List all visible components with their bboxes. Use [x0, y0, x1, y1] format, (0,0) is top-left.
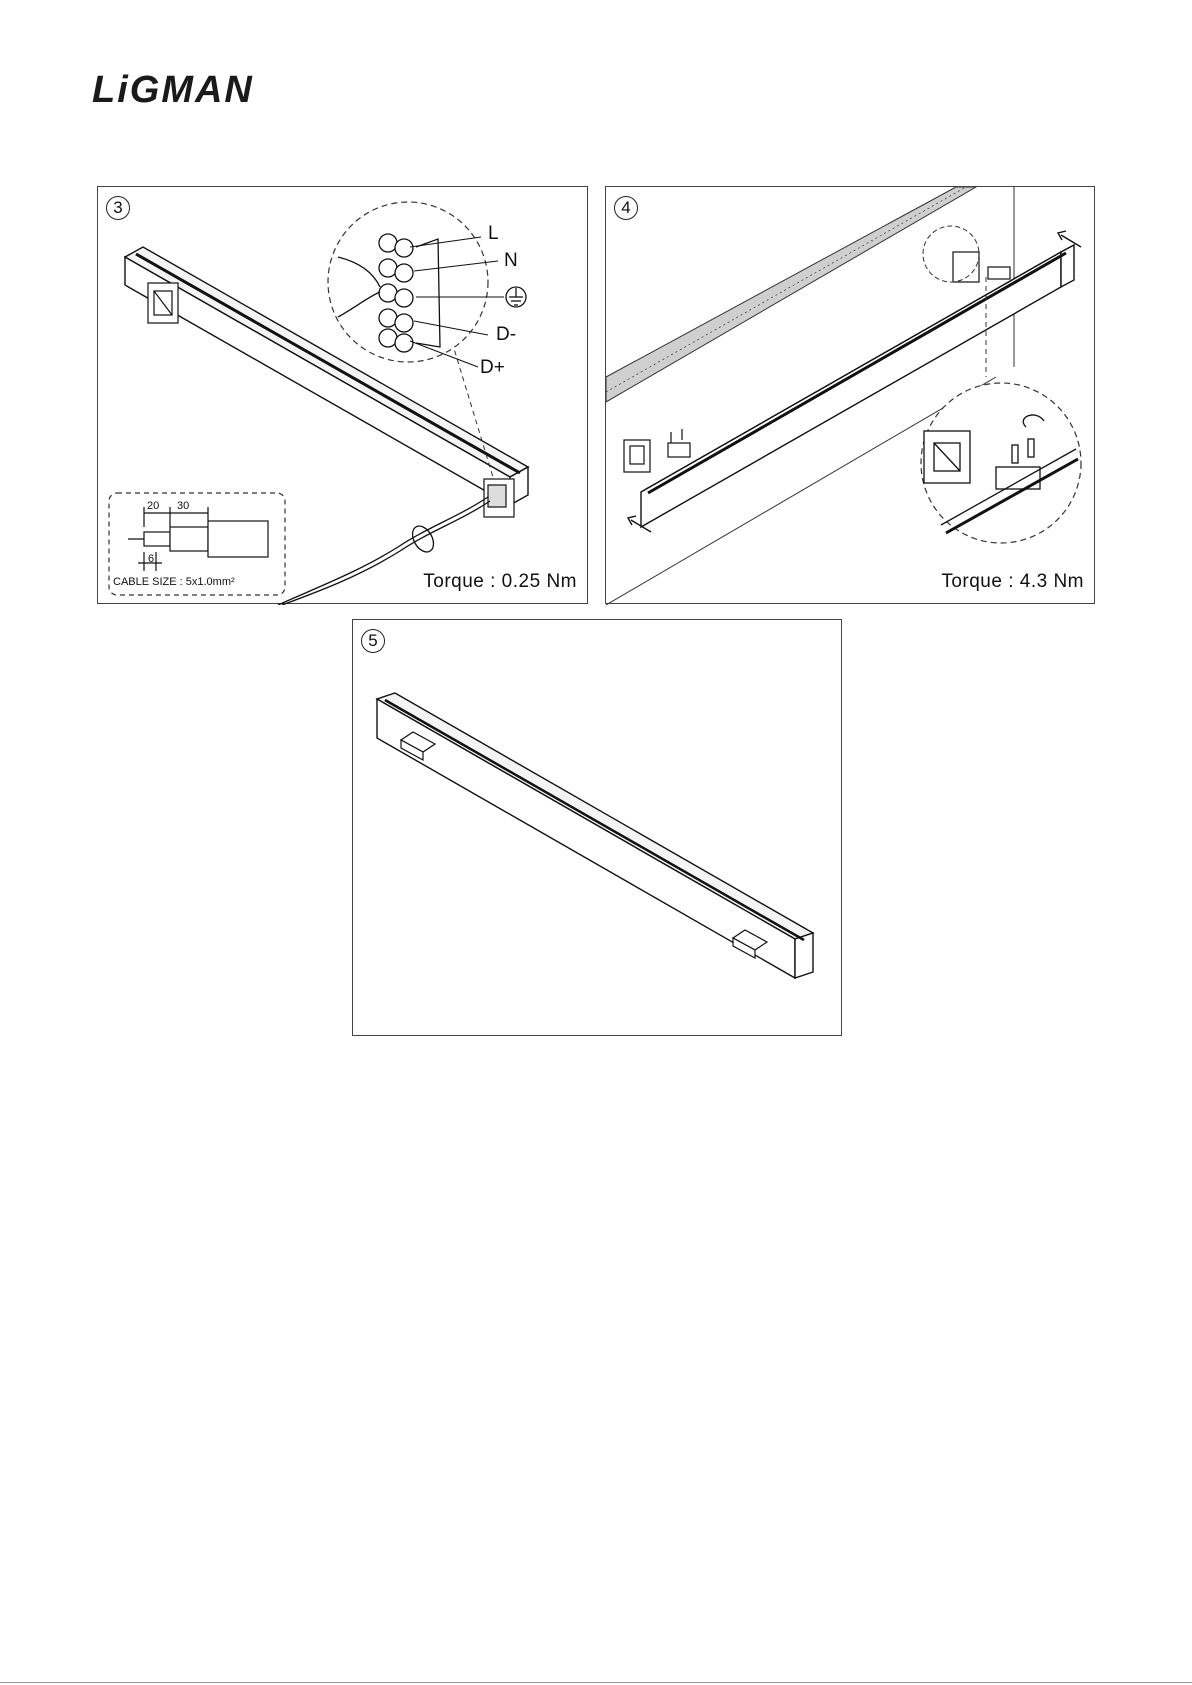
strip-dim-c: 6: [148, 553, 154, 565]
wire-label-d-plus: D+: [480, 357, 505, 379]
step-number: 5: [361, 629, 385, 653]
step-3-panel: 3 L N D- D+ 20 30 6 CABLE SIZE : 5x1.0mm…: [97, 186, 588, 604]
svg-text:LiGMAN: LiGMAN: [92, 69, 254, 108]
mounting-illustration: [606, 187, 1096, 605]
strip-dim-a: 20: [147, 500, 159, 512]
step-number: 3: [106, 196, 130, 220]
wire-label-l: L: [488, 223, 499, 245]
torque-label: Torque : 4.3 Nm: [941, 571, 1084, 593]
step-number: 4: [614, 196, 638, 220]
wire-label-n: N: [504, 250, 518, 272]
step-5-panel: 5: [352, 619, 842, 1036]
installed-luminaire-illustration: [353, 620, 843, 1037]
strip-dim-b: 30: [177, 500, 189, 512]
ground-icon: [506, 287, 526, 307]
cable-size-label: CABLE SIZE : 5x1.0mm²: [113, 576, 235, 588]
ligman-logo: LiGMAN: [92, 68, 308, 108]
torque-label: Torque : 0.25 Nm: [423, 571, 577, 593]
page-bottom-rule: [0, 1682, 1192, 1683]
wire-label-d-minus: D-: [496, 324, 516, 346]
step-4-panel: 4 Torque : 4.3 Nm: [605, 186, 1095, 604]
